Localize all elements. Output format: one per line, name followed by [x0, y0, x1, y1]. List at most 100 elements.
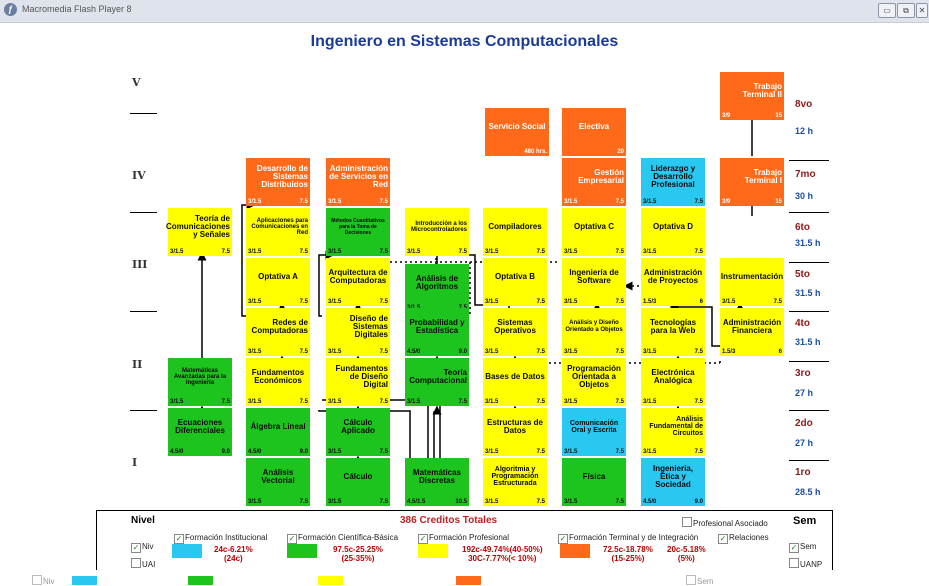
course-name: Optativa C [573, 221, 614, 231]
course-name: Estructuras de Datos [486, 417, 544, 435]
course-credits: 9.0 [694, 499, 703, 505]
checkbox-label: Niv [43, 577, 55, 586]
course-card[interactable]: Métodos Cuantitativos para la Toma de De… [326, 208, 390, 256]
divider [130, 311, 157, 312]
formacion-institucional-toggle[interactable]: ✓Formación Institucional [174, 533, 267, 544]
course-credits: 7.5 [536, 399, 545, 405]
uai-toggle[interactable]: UAI [131, 558, 155, 569]
course-name: Ingeniería, Ética y Sociedad [652, 463, 693, 489]
restore-button[interactable]: ⧉ [897, 3, 915, 18]
course-hours: 3/1.5 [643, 349, 657, 355]
course-name: Trabajo Terminal II [742, 81, 782, 99]
course-credits: 7.5 [536, 499, 545, 505]
level-label: III [132, 258, 148, 271]
color-swatch-cientifica [287, 544, 317, 558]
course-card[interactable]: Análisis de Algoritmos3/1.57.5 [405, 264, 469, 312]
course-name: Aplicaciones para Comunicaciones en Red [251, 217, 308, 236]
course-credits: 7.5 [694, 199, 703, 205]
course-name: Liderazgo y Desarrollo Profesional [650, 163, 696, 189]
course-name: Algoritmia y Programación Estructurada [491, 466, 539, 487]
course-name: Instrumentación [720, 271, 784, 281]
course-hours: 4.5/0 [407, 349, 421, 355]
course-name: Fundamentos de Diseño Digital [335, 363, 388, 389]
ghost-sem-toggle[interactable]: Sem [686, 575, 713, 586]
niv-toggle[interactable]: ✓Niv [131, 542, 154, 553]
course-name: Electrónica Analógica [651, 367, 695, 385]
course-name: Teoría Computacional [409, 367, 467, 385]
uanp-toggle[interactable]: UANP [789, 558, 822, 569]
minimize-button[interactable]: ▭ [878, 3, 896, 18]
profesional-asociado-toggle[interactable]: Profesional Asociado [682, 517, 768, 528]
course-name: Cálculo Aplicado [341, 417, 375, 435]
course-hours: 3/1.5 [564, 349, 578, 355]
course-name: Electiva [578, 121, 610, 131]
formacion-cientifica-toggle[interactable]: ✓Formación Científica-Básica [287, 533, 398, 544]
course-card[interactable]: Matemáticas Avanzadas para la Ingeniería… [168, 358, 232, 406]
formacion-terminal-toggle[interactable]: ✓Formación Terminal y de Integración [558, 533, 698, 544]
close-button[interactable]: ✕ [916, 3, 928, 18]
course-name: Álgebra Lineal [250, 421, 306, 431]
ghost-niv-toggle[interactable]: Niv [32, 575, 55, 586]
course-name: Optativa D [652, 221, 693, 231]
course-credits: 7.5 [615, 499, 624, 505]
course-hours: 3/1.5 [564, 449, 578, 455]
sem-toggle[interactable]: ✓Sem [789, 542, 816, 553]
course-hours: 3/1.5 [643, 449, 657, 455]
formacion-profesional-toggle[interactable]: ✓Formación Profesional [418, 533, 509, 544]
course-credits: 7.5 [615, 249, 624, 255]
checkbox-label: UANP [800, 560, 823, 569]
course-credits: 7.5 [458, 249, 467, 255]
course-credits: 7.5 [299, 499, 308, 505]
course-hours: 1.5/3 [643, 299, 657, 305]
relaciones-toggle[interactable]: ✓Relaciones [718, 533, 769, 544]
check-icon: ✓ [287, 534, 297, 544]
course-name: Programación Orientada a Objetos [567, 363, 621, 389]
semester-label: 1ro [795, 467, 811, 478]
